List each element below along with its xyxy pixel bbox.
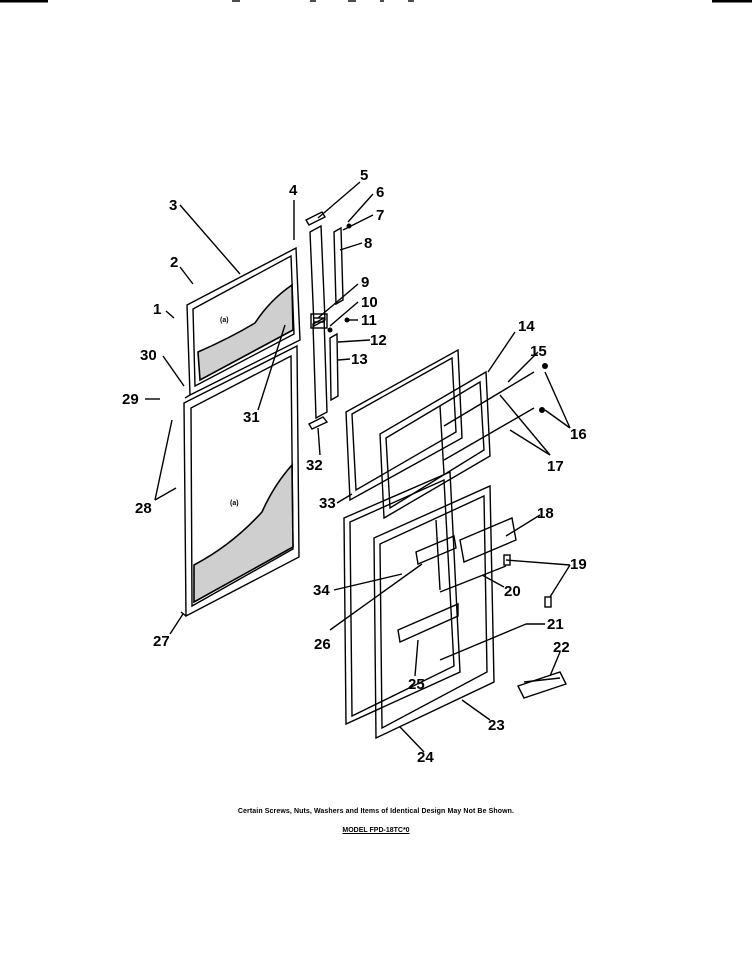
callout-24: 24 — [417, 749, 434, 766]
callout-30: 30 — [140, 347, 157, 364]
callout-32: 32 — [306, 457, 323, 474]
callout-13: 13 — [351, 351, 368, 368]
callout-33: 33 — [319, 495, 336, 512]
fresh-food-door-assembly — [180, 344, 300, 618]
callout-18: 18 — [537, 505, 554, 522]
callout-5: 5 — [360, 167, 368, 184]
insulation-mark-upper: (a) — [220, 317, 229, 324]
callout-28: 28 — [135, 500, 152, 517]
callout-2: 2 — [170, 254, 178, 271]
callout-8: 8 — [364, 235, 372, 252]
callout-10: 10 — [361, 294, 378, 311]
callout-22: 22 — [553, 639, 570, 656]
model-number: MODEL FPD-18TC*0 — [342, 827, 410, 834]
callout-29: 29 — [122, 391, 139, 408]
callout-31: 31 — [243, 409, 260, 426]
fresh-food-liner-assembly — [343, 470, 567, 740]
callout-15: 15 — [530, 343, 547, 360]
callout-14: 14 — [518, 318, 535, 335]
callout-labels: 1 2 3 4 5 6 7 8 9 10 11 12 13 14 15 16 1… — [122, 167, 587, 766]
callout-12: 12 — [370, 332, 387, 349]
footnote: Certain Screws, Nuts, Washers and Items … — [237, 808, 515, 815]
callout-34: 34 — [313, 582, 330, 599]
insulation-mark-lower: (a) — [230, 500, 239, 507]
freezer-door-assembly — [184, 246, 301, 399]
callout-27: 27 — [153, 633, 170, 650]
callout-19: 19 — [570, 556, 587, 573]
callout-26: 26 — [314, 636, 331, 653]
hinge-strip-assembly — [305, 211, 352, 430]
callout-11: 11 — [361, 312, 377, 329]
callout-23: 23 — [488, 717, 505, 734]
callout-21: 21 — [547, 616, 564, 633]
callout-3: 3 — [169, 197, 177, 214]
callout-17: 17 — [547, 458, 564, 475]
freezer-liner-assembly — [345, 348, 548, 520]
callout-4: 4 — [289, 182, 298, 199]
callout-16: 16 — [570, 426, 587, 443]
callout-25: 25 — [408, 676, 425, 693]
leader-lines — [145, 181, 571, 753]
callout-7: 7 — [376, 207, 384, 224]
callout-20: 20 — [504, 583, 521, 600]
callout-1: 1 — [153, 301, 161, 318]
callout-6: 6 — [376, 184, 384, 201]
callout-9: 9 — [361, 274, 369, 291]
